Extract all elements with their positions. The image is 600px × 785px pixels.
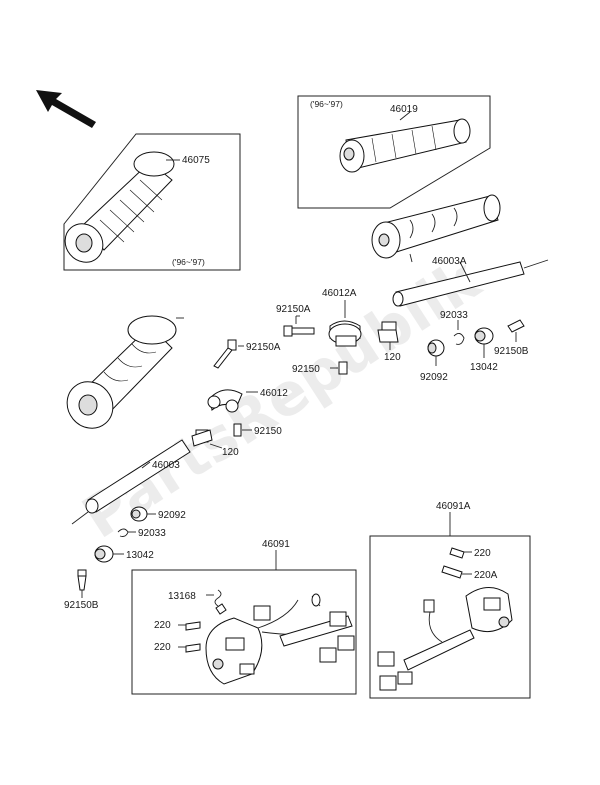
- throttle-grip-right: [371, 194, 501, 263]
- screw-92150B-2: [77, 569, 87, 598]
- front-arrow-icon: [36, 90, 96, 128]
- bushing-13042-2: [94, 545, 124, 563]
- label-46003A: 46003A: [432, 256, 467, 267]
- clip-92033-1: [453, 320, 465, 345]
- label-92033-1: 92033: [440, 310, 468, 321]
- label-46012: 46012: [260, 388, 288, 399]
- screw-92150-2: [233, 423, 252, 437]
- clamp-46012A: [328, 300, 362, 347]
- label-46091A: 46091A: [436, 501, 471, 512]
- label-92150A-1: 92150A: [276, 304, 311, 315]
- box-switch-46091A: [369, 512, 531, 699]
- leader-lines: [296, 315, 338, 369]
- label-220-1: 220: [154, 620, 171, 631]
- box-switch-46091: [131, 550, 357, 695]
- bushing-13042-1: [474, 327, 494, 358]
- clamp-46012: [207, 389, 258, 413]
- label-92150-1: 92150: [292, 364, 320, 375]
- label-92150A-2: 92150A: [246, 342, 281, 353]
- label-120-2: 120: [222, 447, 239, 458]
- label-46075: 46075: [182, 155, 210, 166]
- label-years-b: ('96~'97): [310, 99, 343, 109]
- pipe-46003A: [392, 259, 549, 307]
- screw-92150A-2: [213, 339, 244, 369]
- collar-92092-1: [427, 339, 445, 366]
- label-92033-2: 92033: [138, 528, 166, 539]
- bolt-120-2: [191, 429, 223, 449]
- label-46019: 46019: [390, 104, 418, 115]
- screw-92150B-1: [507, 319, 525, 342]
- label-years-a: ('96~'97): [172, 257, 205, 267]
- label-46012A: 46012A: [322, 288, 357, 299]
- label-46091: 46091: [262, 539, 290, 550]
- label-92150B-1: 92150B: [494, 346, 529, 357]
- label-92150-2: 92150: [254, 426, 282, 437]
- label-220-2: 220: [154, 642, 171, 653]
- label-13168: 13168: [168, 591, 196, 602]
- label-220A: 220A: [474, 570, 498, 581]
- box-grip-46075: [63, 133, 241, 271]
- label-13042-2: 13042: [126, 550, 154, 561]
- box-grip-46019: [297, 95, 491, 209]
- collar-92092-2: [130, 506, 156, 522]
- label-92092-2: 92092: [158, 510, 186, 521]
- label-92150B-2: 92150B: [64, 600, 99, 611]
- bolt-120-1: [377, 321, 399, 350]
- label-220-3: 220: [474, 548, 491, 559]
- label-120-1: 120: [384, 352, 401, 363]
- clip-92033-2: [117, 528, 136, 537]
- pipe-46003: [71, 439, 191, 525]
- label-13042-1: 13042: [470, 362, 498, 373]
- screw-92150A-1: [283, 316, 315, 337]
- label-46003: 46003: [152, 460, 180, 471]
- left-grip: [66, 315, 184, 429]
- label-92092-1: 92092: [420, 372, 448, 383]
